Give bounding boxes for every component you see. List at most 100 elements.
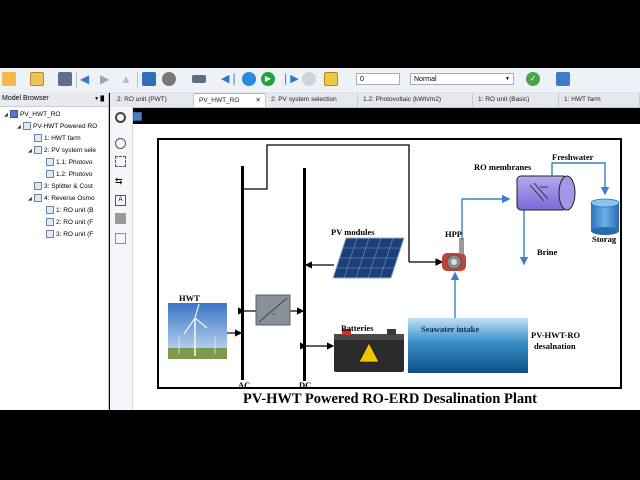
tree-item[interactable]: 1.1: Photovo [46,157,93,169]
display-icon[interactable] [192,75,206,83]
editor-tab-bar: 2: RO unit (PWT) PV_HWT_RO✕ 2: PV system… [110,92,640,108]
open-folder-icon[interactable] [30,72,44,86]
battery-image [334,329,404,372]
chevron-right-icon[interactable]: ▶ [191,114,197,120]
dc-bus-bar [303,168,306,381]
tab-label: 2: RO unit (PWT) [117,96,167,103]
module-icon [46,218,54,227]
stop-icon[interactable] [302,72,316,86]
pv-modules-image [332,237,405,279]
tree-item-label: PV-HWT Powered RO [33,123,98,130]
model-browser-header: Model Browser ▼ █ [0,92,108,107]
module-icon [46,230,54,239]
tree-item-label: 2: PV system sele [44,147,97,154]
module-icon [34,134,42,143]
tree-item[interactable]: ◢ 4: Reverse Osmo [28,193,95,205]
tree-item[interactable]: ◢ PV-HWT Powered RO [17,121,97,133]
up-arrow-icon[interactable]: ▲ [120,72,132,86]
hpp-label: HPP [445,229,462,239]
tree-item-label: 3: RO unit (F [56,231,94,238]
iteration-number-input[interactable]: 0 [356,73,400,85]
tree-item[interactable]: 1.2: Photovo [46,169,93,181]
tree-item-root[interactable]: ◢ PV_HWT_RO [4,109,60,121]
module-icon [46,206,54,215]
breadcrumb: PV_HWT_RO ▶ [133,110,196,124]
tab-label: 1: RO unit (Basic) [478,96,530,103]
grid-view-icon[interactable] [142,72,156,86]
dc-bus-label: DC [299,380,312,390]
table-grid-icon[interactable] [556,72,570,86]
toolbar-separator [76,72,77,88]
panel-menu-icon[interactable]: ▼ █ [94,96,104,102]
check-icon[interactable]: ✓ [526,72,540,86]
tree-item[interactable]: 1: RO unit (B [46,205,94,217]
seawater-image [408,318,528,373]
storage-label: Storag [592,234,617,244]
tree-item-label: 2: RO unit (F [56,219,94,226]
tab-photovoltaic[interactable]: 1.2: Photovoltaic (kWh/m2) [358,93,473,107]
collapse-icon[interactable]: ◢ [28,148,32,154]
step-back-icon[interactable]: ◀❘ [221,73,239,85]
tree-item[interactable]: 1: HWT farm [34,133,81,145]
tab-label: 1.2: Photovoltaic (kWh/m2) [363,96,442,103]
text-label-icon[interactable]: A [115,195,126,206]
hpp-to-membrane-arrow [461,194,511,240]
module-icon [46,170,54,179]
toolbar-separator [137,72,138,88]
tree-item[interactable]: 3: RO unit (F [46,229,93,241]
mode-select-value: Normal [414,76,437,83]
module-icon [34,194,42,203]
tab-pv-system-selection[interactable]: 2: PV system selection [266,93,358,107]
tree-item[interactable]: ◢ 2: PV system sele [28,145,96,157]
tree-item-label: 1: HWT farm [44,135,81,142]
back-arrow-icon[interactable]: ◀ [80,72,90,86]
collapse-icon[interactable]: ◢ [4,112,8,118]
collapse-icon[interactable]: ◢ [28,196,32,202]
chart-icon[interactable] [324,72,338,86]
gear-icon[interactable] [162,72,176,86]
target-icon[interactable] [115,112,126,123]
tree-item-label: 1: RO unit (B [56,207,94,214]
tab-hwt-farm[interactable]: 1: HWT farm [559,93,640,107]
fit-view-icon[interactable] [115,156,126,167]
swap-arrows-icon[interactable]: ⇆ [115,176,123,186]
tree-item[interactable]: 3: Splitter & Cost [34,181,93,193]
forward-arrow-icon[interactable]: ▶ [100,72,110,86]
module-icon [34,182,42,191]
batteries-label: Batteries [341,323,374,333]
model-icon [10,110,18,119]
step-forward-icon[interactable]: ❘▶ [281,73,299,85]
play-icon[interactable]: ▶ [261,72,275,86]
hwt-turbine-image [168,303,227,359]
converter-diagonal [258,297,288,323]
tree-item-label: 4: Reverse Osmo [44,195,95,202]
collapse-icon[interactable]: ◢ [17,124,21,130]
tab-ro-unit-pwt[interactable]: 2: RO unit (PWT) [112,93,194,107]
image-icon[interactable] [115,213,126,224]
module-icon [34,146,42,155]
hwt-label: HWT [179,293,200,303]
close-icon[interactable]: ✕ [255,97,261,104]
brine-label: Brine [537,247,558,257]
freshwater-arrow [551,162,610,196]
tab-ro-unit-basic[interactable]: 1: RO unit (Basic) [473,93,559,107]
refresh-icon[interactable] [242,72,256,86]
tab-label: 2: PV system selection [271,96,337,103]
new-model-icon[interactable] [2,72,16,86]
tree-item-label: PV_HWT_RO [20,111,61,118]
module-icon [46,158,54,167]
tab-pv-hwt-ro[interactable]: PV_HWT_RO✕ [194,93,266,107]
tree-item-label: 1.1: Photovo [56,159,93,166]
mode-select[interactable]: Normal ▼ [410,73,514,85]
freshwater-label: Freshwater [552,152,594,162]
save-icon[interactable] [58,72,72,86]
ro-membranes-label: RO membranes [474,162,532,172]
converter-symbol: ~ [272,312,276,318]
plant-title: PV-HWT Powered RO-ERD Desalination Plant [242,391,538,407]
tree-item[interactable]: 2: RO unit (F [46,217,93,229]
breadcrumb-item[interactable]: PV_HWT_RO [145,113,190,120]
zoom-in-icon[interactable] [115,138,126,149]
tree-item-label: 1.2: Photovo [56,171,93,178]
hpp-pump-image [442,238,466,271]
rectangle-icon[interactable] [115,233,126,244]
